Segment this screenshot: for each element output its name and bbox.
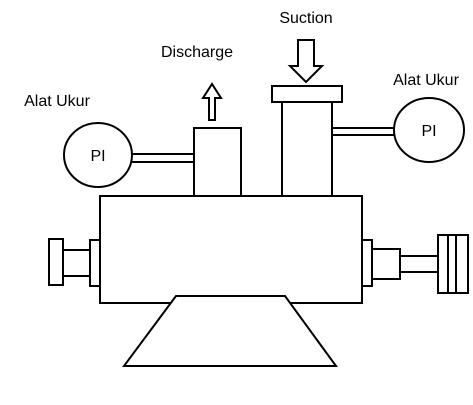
- discharge-nozzle: [193, 127, 242, 197]
- suction-nozzle: [281, 99, 333, 197]
- suction-arrow-icon: [287, 39, 325, 84]
- right-coupling: [371, 248, 401, 280]
- discharge-arrow-head: [201, 82, 223, 121]
- discharge-label: Discharge: [161, 44, 233, 61]
- suction-flange: [271, 85, 343, 103]
- pressure-gauge-left: [63, 122, 133, 188]
- pressure-gauge-right: [393, 97, 465, 163]
- gauge-right-title: Alat Ukur: [393, 72, 459, 89]
- gauge-left-symbol: PI: [90, 148, 105, 165]
- gauge-left-title: Alat Ukur: [24, 93, 90, 110]
- left-coupling: [62, 249, 91, 277]
- left-bearing-housing: [89, 239, 101, 287]
- right-bearing-housing: [361, 239, 373, 287]
- suction-label: Suction: [279, 10, 332, 27]
- gauge-right-symbol: PI: [421, 123, 436, 140]
- right-shaft: [399, 255, 439, 273]
- pump-base: [122, 295, 338, 367]
- pump-casing: [99, 195, 363, 304]
- right-coupling-disc: [437, 234, 469, 294]
- left-end-plate: [48, 238, 64, 286]
